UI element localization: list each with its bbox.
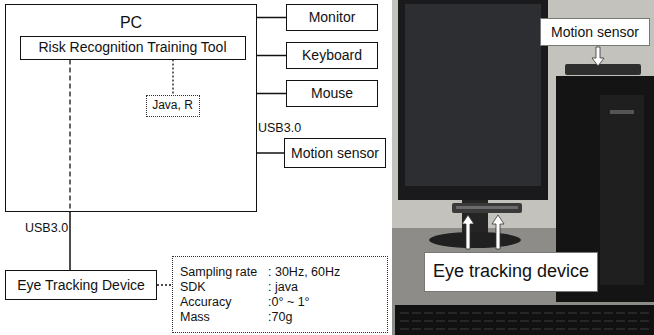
spec-name: Sampling rate: [180, 265, 266, 280]
connector: [173, 60, 174, 95]
pc-box: PC Risk Recognition Training ToolJava, R: [5, 4, 257, 212]
software-box: Risk Recognition Training Tool: [20, 36, 246, 60]
device-box: Mouse: [286, 80, 378, 107]
language-box: Java, R: [146, 95, 200, 117]
connector: [257, 17, 286, 18]
spec-value: :0° ~ 1°: [268, 295, 380, 310]
connector-segment: [257, 152, 284, 154]
pc-tower-front: [600, 95, 644, 285]
connector-segment: [257, 93, 286, 95]
device-box: Monitor: [286, 4, 378, 31]
eye-tracker-lens: [456, 206, 518, 209]
photo-label: Motion sensor: [540, 18, 650, 46]
photo-label: Eye tracking device: [424, 252, 598, 292]
connector-segment: [69, 60, 70, 213]
arrow-up: [462, 215, 474, 249]
node-label: Monitor: [309, 9, 356, 26]
connector-segment: [172, 60, 173, 95]
connector-segment: [257, 17, 286, 19]
arrow-down: [592, 47, 604, 66]
key-row: [400, 321, 652, 322]
node-label: Eye Tracking Device: [17, 277, 145, 294]
spec-name: Mass: [180, 310, 266, 325]
eye-tracker-bar: [452, 203, 522, 213]
spec-value: : 30Hz, 60Hz: [268, 265, 380, 280]
connector-segment: [157, 284, 172, 285]
spec-box: Sampling rate: 30Hz, 60HzSDK: javaAccura…: [172, 256, 388, 333]
monitor-base: [429, 232, 521, 248]
connector-segment: [69, 212, 71, 270]
white-arrows: [462, 47, 604, 249]
pc-tower-slot: [610, 110, 634, 114]
connector: [257, 153, 284, 154]
connector: [257, 55, 286, 56]
connector-label: USB3.0: [257, 121, 302, 136]
node-label: Risk Recognition Training Tool: [38, 39, 226, 56]
node-label: PC: [120, 13, 142, 32]
connector-label: USB3.0: [24, 221, 69, 236]
connector: [257, 93, 286, 94]
spec-value: : java: [268, 280, 380, 295]
node-label: Keyboard: [302, 47, 362, 64]
arrow-up: [492, 215, 504, 249]
device-box: Eye Tracking Device: [5, 270, 157, 300]
keyboard-keys: [400, 313, 652, 329]
node-label: Eye tracking device: [433, 261, 589, 283]
node-label: Motion sensor: [291, 145, 379, 162]
spec-value: :70g: [268, 310, 380, 325]
photo-wall: [392, 0, 654, 335]
key-row: [400, 329, 652, 330]
device-box: Keyboard: [286, 42, 378, 69]
spec-name: SDK: [180, 280, 266, 295]
motion-sensor-device: [565, 64, 641, 75]
monitor-screen: [405, 4, 541, 186]
spec-name: Accuracy: [180, 295, 266, 310]
key-row: [400, 313, 652, 314]
connector-segment: [257, 55, 286, 57]
connector: [157, 285, 172, 286]
node-label: Java, R: [152, 98, 193, 112]
connector: [70, 60, 71, 271]
device-box: Motion sensor: [284, 138, 386, 168]
node-label: Motion sensor: [551, 24, 639, 41]
node-label: Mouse: [311, 85, 353, 102]
keyboard: [395, 305, 654, 335]
monitor-bezel: [398, 0, 548, 200]
